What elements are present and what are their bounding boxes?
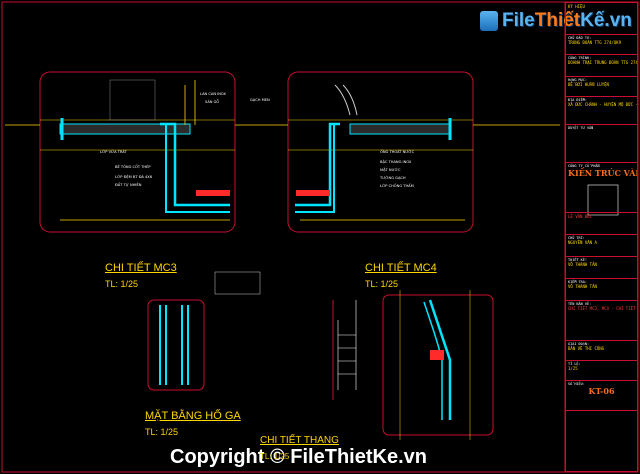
annotation-label: LỚP VỮA TRÁT xyxy=(100,150,127,154)
title-block-value: 1/25 xyxy=(568,366,578,371)
brand-logo-icon xyxy=(480,11,498,31)
title-block-label: CÔNG TRÌNH: xyxy=(568,56,592,60)
caption-stair-title: CHI TIẾT THANG xyxy=(260,435,339,446)
title-block: KÝ HIỆU CHỦ ĐẦU TƯ:TRUNG ĐOÀN TTG 274/QK9… xyxy=(565,2,638,472)
caption-mc4-scale: TL: 1/25 xyxy=(365,279,399,289)
title-block-label: KIỂM TRA: xyxy=(568,280,587,284)
annotation-label: TƯỜNG GẠCH xyxy=(380,176,406,180)
title-block-value: LÊ VĂN ĐỨC xyxy=(568,214,593,219)
caption-stair: CHI TIẾT THANG TL: 1/25 xyxy=(260,435,339,464)
annotation-label: MẶT NƯỚC xyxy=(380,168,401,172)
caption-mc4-title: CHI TIẾT MC4 xyxy=(365,262,437,274)
title-block-value: BẢN VẼ THI CÔNG xyxy=(568,346,605,351)
title-block-row: TÊN BẢN VẼ:CHI TIẾT MC3, MC4 - CHI TIẾT … xyxy=(566,301,637,341)
title-block-row: ĐỊA ĐIỂM:XÃ ĐỨC CHÁNH - HUYỆN MỘ ĐỨC - T… xyxy=(566,97,637,125)
title-block-label: TÊN BẢN VẼ: xyxy=(568,302,592,306)
title-block-value: NGUYỄN VĂN A xyxy=(568,240,597,245)
caption-mc3-scale: TL: 1/25 xyxy=(105,279,139,289)
annotation-label: ĐẤT TỰ NHIÊN xyxy=(115,183,142,187)
title-block-label: CHỦ ĐẦU TƯ: xyxy=(568,36,592,40)
caption-manhole-title: MẶT BẰNG HỐ GA xyxy=(145,410,241,422)
title-block-row: THIẾT KẾ:VÕ THÀNH TÂN xyxy=(566,257,637,279)
title-block-row: LÊ VĂN ĐỨC xyxy=(566,213,637,235)
title-block-row: GIAI ĐOẠN:BẢN VẼ THI CÔNG xyxy=(566,341,637,361)
title-block-row: HẠNG MỤC:BỂ BƠI HUẤN LUYỆN xyxy=(566,77,637,97)
section-mc4 xyxy=(287,71,474,233)
annotation-label: LỚP ĐỆM BT ĐÁ 4X6 xyxy=(115,175,153,179)
title-block-row: KÝ HIỆU xyxy=(566,3,637,35)
title-block-row: CHỦ TRÌ:NGUYỄN VĂN A xyxy=(566,235,637,257)
brand-suffix: Kế.vn xyxy=(580,10,632,31)
caption-manhole: MẶT BẰNG HỐ GA TL: 1/25 xyxy=(145,410,241,440)
annotation-label: LAN CAN INOX xyxy=(200,92,226,96)
title-block-row: DUYỆT TƯ VẤN xyxy=(566,125,637,163)
manhole-plan xyxy=(147,271,261,391)
title-block-label: CHỦ TRÌ: xyxy=(568,236,585,240)
title-block-label: TỈ LỆ: xyxy=(568,362,581,366)
dimension-lines xyxy=(5,124,560,221)
annotation-label: SÀN GỖ xyxy=(205,100,220,104)
title-block-value: KT-06 xyxy=(588,386,615,396)
title-block-value: CHI TIẾT MC3, MC4 - CHI TIẾT THANG BIỂN xyxy=(568,306,637,311)
stair-detail xyxy=(332,290,494,440)
caption-mc3-title: CHI TIẾT MC3 xyxy=(105,262,177,274)
title-block-value: VÕ THÀNH TÂN xyxy=(568,262,597,267)
annotation-label: BẬC THANG INOX xyxy=(380,160,412,164)
title-block-label: HẠNG MỤC: xyxy=(568,78,587,82)
annotation-label: GẠCH MEN xyxy=(250,98,270,102)
title-block-row: TỈ LỆ:1/25 xyxy=(566,361,637,381)
seal-placeholder xyxy=(587,184,619,216)
copyright-text: Copyright © FileThietKe.vn xyxy=(170,446,427,468)
title-block-value: BỂ BƠI HUẤN LUYỆN xyxy=(568,82,609,87)
title-block-value: TRUNG ĐOÀN TTG 274/QK9 xyxy=(568,40,621,45)
title-block-label: CÔNG TY CỔ PHẦN xyxy=(568,164,600,168)
caption-mc4: CHI TIẾT MC4 TL: 1/25 xyxy=(365,262,437,292)
brand-mid: Thiết xyxy=(534,10,581,31)
title-block-value: XÃ ĐỨC CHÁNH - HUYỆN MỘ ĐỨC - TỈNH QUẢNG… xyxy=(568,102,637,107)
caption-mc3: CHI TIẾT MC3 TL: 1/25 xyxy=(105,262,177,292)
brand-prefix: File xyxy=(502,10,535,31)
annotation-label: BÊ TÔNG CỐT THÉP xyxy=(115,165,151,169)
watermark-top: FileThiếtKế.vn xyxy=(480,10,632,32)
annotation-label: ỐNG THOÁT NƯỚC xyxy=(380,150,415,154)
title-block-label: THIẾT KẾ: xyxy=(568,258,587,262)
title-block-row: CHỦ ĐẦU TƯ:TRUNG ĐOÀN TTG 274/QK9 xyxy=(566,35,637,55)
title-block-value: VÕ THÀNH TÂN xyxy=(568,284,597,289)
title-block-label: DUYỆT TƯ VẤN xyxy=(568,126,594,130)
title-block-value: KIẾN TRÚC VÀNG xyxy=(568,168,637,178)
caption-manhole-scale: TL: 1/25 xyxy=(145,427,179,437)
title-block-value: DOANH TRẠI TRUNG ĐOÀN TTG 274 xyxy=(568,60,637,65)
title-block-label: ĐỊA ĐIỂM: xyxy=(568,98,587,102)
title-block-row: KIỂM TRA:VÕ THÀNH TÂN xyxy=(566,279,637,301)
title-block-row: CÔNG TRÌNH:DOANH TRẠI TRUNG ĐOÀN TTG 274 xyxy=(566,55,637,77)
title-block-label: GIAI ĐOẠN: xyxy=(568,342,590,346)
caption-stair-scale: TL: 1/25 xyxy=(260,452,290,461)
annotation-label: LỚP CHỐNG THẤM xyxy=(380,184,414,188)
section-mc3 xyxy=(39,71,236,233)
title-block-label: SỐ HIỆU: xyxy=(568,382,585,386)
title-block-row: SỐ HIỆU:KT-06 xyxy=(566,381,637,411)
watermark-bottom: Copyright © FileThietKe.vn xyxy=(170,446,427,469)
title-block-value: KÝ HIỆU xyxy=(568,4,585,9)
